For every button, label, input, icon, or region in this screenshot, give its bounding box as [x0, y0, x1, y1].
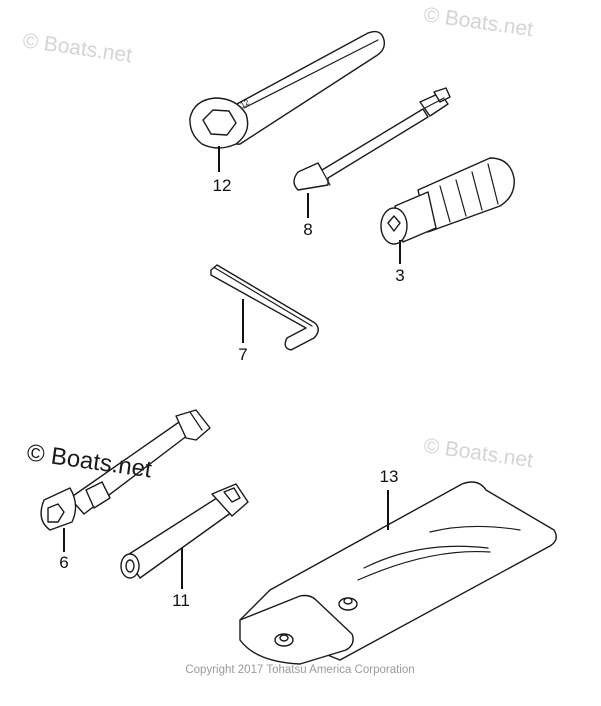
watermark-top-left: © Boats.net: [21, 29, 133, 67]
wrench-part: 12: [189, 30, 386, 149]
watermark-middle-right: © Boats.net: [422, 434, 534, 472]
tool-bag-part: [239, 481, 557, 665]
hex-key-part: [210, 264, 319, 351]
box-wrench-part: [40, 409, 211, 531]
callout-11: 11: [172, 591, 190, 610]
copyright-text: Copyright 2017 Tohatsu America Corporati…: [185, 664, 414, 676]
callout-6: 6: [59, 553, 68, 572]
handle-part: [380, 157, 515, 245]
callout-12: 12: [213, 176, 232, 195]
callout-13: 13: [380, 467, 399, 486]
callout-8: 8: [303, 220, 312, 239]
watermark-middle-left: © Boats.net: [25, 439, 154, 483]
watermark-top-right: © Boats.net: [422, 3, 534, 41]
callout-3: 3: [395, 266, 404, 285]
screwdriver-part: [293, 87, 451, 191]
callout-7: 7: [238, 345, 247, 364]
plug-wrench-part: [120, 483, 249, 579]
